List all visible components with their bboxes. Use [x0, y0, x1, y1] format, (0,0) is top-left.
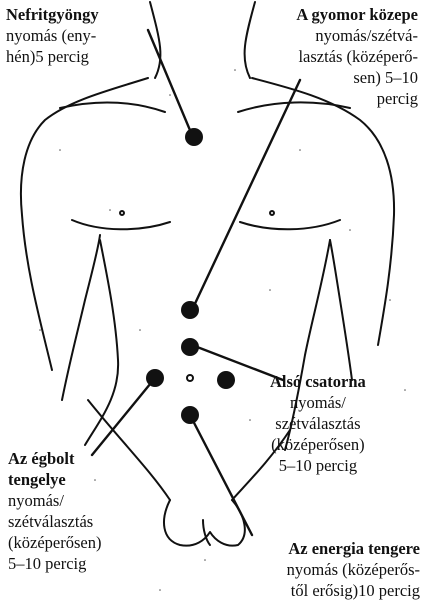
label-line: nyomás (középerős- [287, 559, 420, 580]
left-clavicle [60, 102, 165, 112]
label-egbolt: Az égbolt tengelye nyomás/ szétválasztás… [8, 448, 101, 574]
left-nipple [120, 211, 124, 215]
label-line: sen) 5–10 [296, 67, 418, 88]
leader-gyomor [192, 80, 300, 310]
point-gyomor [181, 301, 199, 319]
label-line: percig [296, 88, 418, 109]
label-line: 5–10 percig [8, 553, 101, 574]
label-title: Az energia tengere [287, 538, 420, 559]
point-nefritgyongy [185, 128, 203, 146]
point-egbolt-right [217, 371, 235, 389]
leader-energia [190, 415, 252, 535]
label-energia: Az energia tengere nyomás (középerős- tő… [287, 538, 420, 601]
label-line: szétválasztás [8, 511, 101, 532]
right-pectoral [240, 220, 340, 229]
label-title: A gyomor közepe [296, 4, 418, 25]
label-line: nyomás (eny- [6, 25, 99, 46]
label-line: 5–10 percig [270, 455, 366, 476]
label-nefritgyongy: Nefritgyöngy nyomás (eny- hén)5 percig [6, 4, 99, 67]
label-also-csatorna: Alsó csatorna nyomás/ szétválasztás (köz… [270, 371, 366, 476]
left-arm-inner [62, 235, 100, 400]
label-line: nyomás/ [8, 490, 101, 511]
label-line: (középerősen) [8, 532, 101, 553]
label-title: Az égbolt [8, 448, 101, 469]
right-nipple [270, 211, 274, 215]
label-gyomor: A gyomor közepe nyomás/szétvá- lasztás (… [296, 4, 418, 109]
label-line: nyomás/szétvá- [296, 25, 418, 46]
label-line: nyomás/ [270, 392, 366, 413]
label-line: hén)5 percig [6, 46, 99, 67]
point-also-csatorna [181, 338, 199, 356]
left-pectoral [72, 220, 170, 229]
left-flank [85, 240, 118, 445]
label-title: Alsó csatorna [270, 371, 366, 392]
label-title-cont: tengelye [8, 469, 101, 490]
navel [187, 375, 193, 381]
acupressure-points [146, 128, 235, 424]
label-line: szétválasztás [270, 413, 366, 434]
label-line: lasztás (középerő- [296, 46, 418, 67]
label-line: (középerősen) [270, 434, 366, 455]
leader-nefritgyongy [148, 30, 192, 135]
point-egbolt-left [146, 369, 164, 387]
right-arm-inner [330, 240, 352, 380]
point-energia [181, 406, 199, 424]
genital [164, 500, 245, 546]
label-line: től erősig)10 percig [287, 580, 420, 601]
neck-right [245, 2, 255, 78]
label-title: Nefritgyöngy [6, 4, 99, 25]
